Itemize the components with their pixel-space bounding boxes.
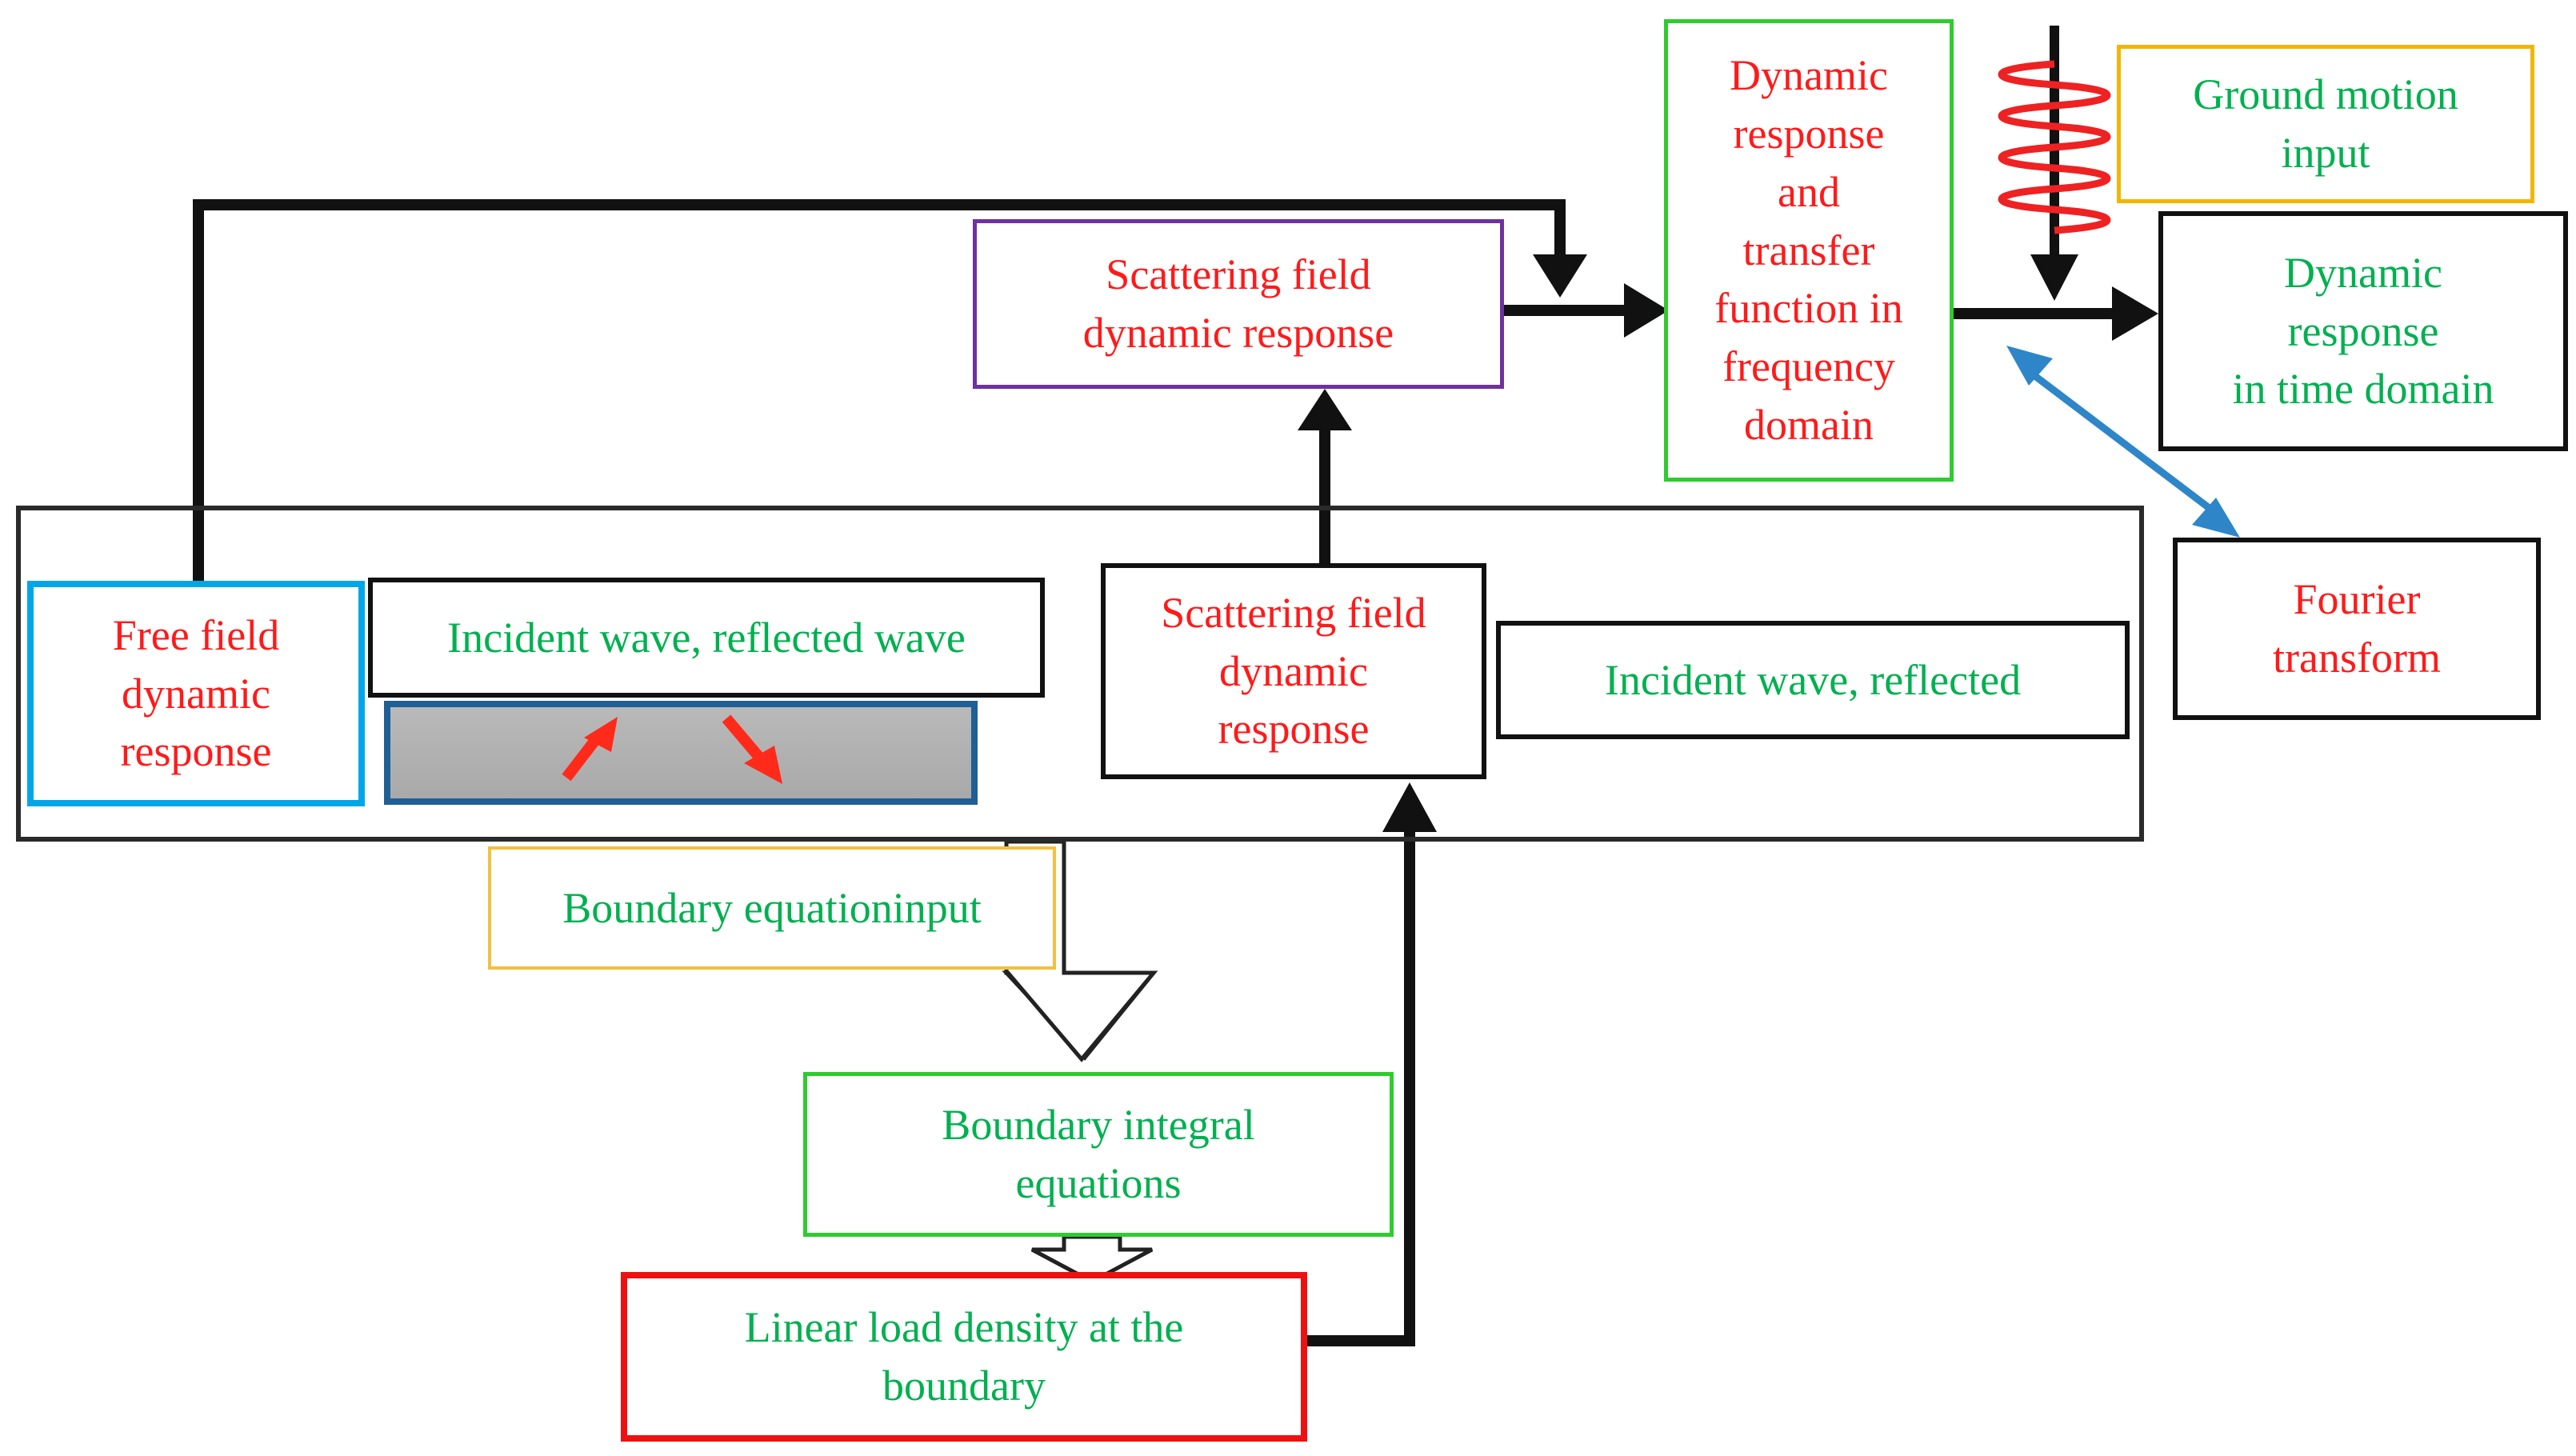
arrowhead-down-into-join	[1533, 254, 1587, 298]
fourier-double-arrow	[2020, 363, 2223, 520]
boundary-integral-equations-box: Boundary integral equations	[803, 1072, 1394, 1237]
arrow-linear-load-to-scatter-inner	[1307, 829, 1415, 1346]
wave-arrows-icon	[562, 714, 782, 784]
arrowhead-into-freq-box	[1624, 283, 1669, 338]
frequency-domain-box: Dynamic response and transfer function i…	[1664, 19, 1954, 482]
arrowhead-up-into-scatter-inner	[1382, 782, 1437, 832]
arrowhead-ground-motion-down	[2030, 254, 2078, 301]
fourier-arrowhead-top	[2006, 346, 2053, 386]
incident-wave-left-box: Incident wave, reflected wave	[368, 578, 1045, 698]
time-domain-box: Dynamic response in time domain	[2158, 211, 2568, 451]
scattering-domain-frame	[16, 506, 2144, 842]
scattering-field-top-box: Scattering field dynamic response	[973, 219, 1504, 389]
fourier-transform-box: Fourier transform	[2173, 538, 2541, 720]
fourier-arrowhead-bottom	[2192, 498, 2240, 538]
boundary-equation-input-box: Boundary equationinput	[488, 846, 1056, 970]
ground-motion-wave	[1998, 60, 2111, 234]
free-field-box: Free field dynamic response	[27, 581, 365, 806]
scattering-field-inner-box: Scattering field dynamic response	[1101, 563, 1486, 779]
incident-wave-right-box: Incident wave, reflected	[1496, 621, 2130, 739]
arrowhead-into-time-box	[2112, 286, 2158, 341]
hollow-arrow-to-linear-load	[1030, 1234, 1154, 1284]
arrowhead-up-into-scatter-top	[1298, 389, 1352, 430]
wave-panel	[384, 701, 978, 805]
arrow-free-field-to-freq	[193, 199, 1566, 581]
linear-load-density-box: Linear load density at the boundary	[621, 1272, 1307, 1442]
ground-motion-box: Ground motion input	[2117, 45, 2534, 203]
